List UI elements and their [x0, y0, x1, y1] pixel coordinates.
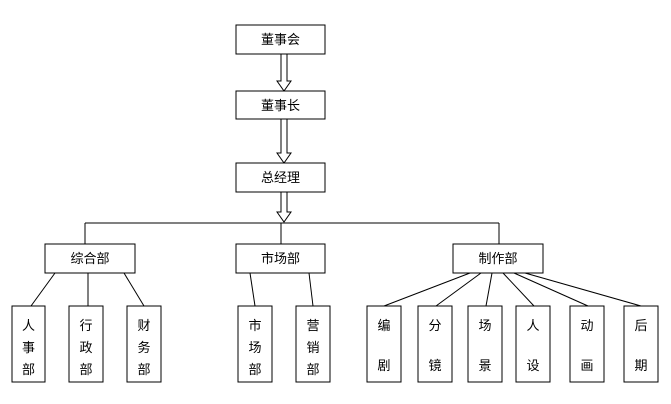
- sub-unit-0-0-char-0: 人: [22, 319, 35, 334]
- sub-unit-1-1: 营 销 部: [295, 305, 331, 383]
- sub-unit-2-3-char-1: 设: [526, 359, 539, 374]
- sub-unit-1-0-char-1: 场: [248, 341, 261, 356]
- sub-unit-0-1-char-2: 部: [79, 363, 92, 378]
- sub-unit-1-1-char-0: 营: [306, 319, 319, 334]
- arrow-board-chairman: [276, 53, 292, 92]
- sub-unit-0-0-char-1: 事: [22, 341, 35, 356]
- sub-unit-2-4-char-0: 动: [580, 319, 593, 334]
- sub-unit-2-2-char-0: 场: [478, 319, 491, 334]
- sub-unit-2-1: 分 镜: [417, 305, 453, 383]
- sub-unit-1-0-char-2: 部: [248, 363, 261, 378]
- sub-unit-1-0-char-0: 市: [248, 318, 261, 334]
- sub-unit-2-0: 编 剧: [366, 305, 402, 383]
- sub-unit-1-1-char-2: 部: [306, 363, 319, 378]
- sub-unit-0-2-char-1: 务: [137, 340, 150, 356]
- sub-unit-2-3-char-0: 人: [526, 319, 539, 334]
- sub-unit-0-2: 财 务 部: [126, 305, 162, 383]
- sub-unit-2-4: 动 画: [569, 305, 605, 383]
- sub-unit-2-5-char-0: 后: [634, 319, 647, 334]
- node-gm-label: 总经理: [261, 171, 300, 186]
- dept-label-1: 市场部: [261, 251, 300, 267]
- sub-unit-2-2-char-1: 景: [478, 359, 491, 374]
- node-gm: 总经理: [235, 162, 326, 193]
- sub-unit-0-1: 行 政 部: [68, 305, 104, 383]
- sub-unit-0-2-char-0: 财: [137, 319, 150, 334]
- dept-1-subs: 市 场 部 营 销 部: [237, 305, 331, 383]
- node-chairman: 董事长: [235, 90, 326, 120]
- sub-unit-0-0: 人 事 部: [11, 305, 46, 383]
- sub-connectors: [30, 272, 642, 307]
- sub-unit-2-5-char-1: 期: [634, 359, 647, 374]
- node-board: 董事会: [235, 24, 326, 55]
- sub-unit-0-0-char-2: 部: [22, 363, 35, 378]
- sub-unit-2-1-char-1: 镜: [428, 359, 441, 374]
- sub-unit-2-5: 后 期: [623, 305, 659, 383]
- sub-unit-2-4-char-1: 画: [580, 359, 593, 374]
- sub-unit-2-3: 人 设: [515, 305, 551, 383]
- node-chairman-label: 董事长: [261, 99, 300, 114]
- sub-unit-2-2: 场 景: [467, 305, 503, 383]
- dept-label-2: 制作部: [478, 252, 517, 267]
- dept-2-subs: 编 剧 分 镜 场 景 人 设 动 画 后 期: [366, 305, 659, 383]
- sub-unit-0-1-char-0: 行: [79, 319, 92, 334]
- arrow-gm-branch: [276, 191, 292, 223]
- sub-unit-1-0: 市 场 部: [237, 305, 273, 383]
- dept-label-0: 综合部: [70, 252, 109, 267]
- sub-unit-2-0-char-1: 剧: [377, 359, 390, 374]
- dept-node-1: 市场部: [235, 243, 326, 274]
- dept-node-2: 制作部: [452, 243, 544, 274]
- dept-0-subs: 人 事 部 行 政 部 财 务 部: [11, 305, 162, 383]
- node-board-label: 董事会: [261, 33, 300, 48]
- sub-unit-2-0-char-0: 编: [377, 319, 390, 334]
- dept-node-0: 综合部: [44, 243, 136, 274]
- sub-unit-2-1-char-0: 分: [428, 319, 441, 334]
- sub-unit-0-1-char-1: 政: [79, 341, 92, 356]
- arrow-chairman-gm: [276, 118, 292, 164]
- sub-unit-1-1-char-1: 销: [306, 341, 319, 356]
- sub-unit-0-2-char-2: 部: [137, 363, 150, 378]
